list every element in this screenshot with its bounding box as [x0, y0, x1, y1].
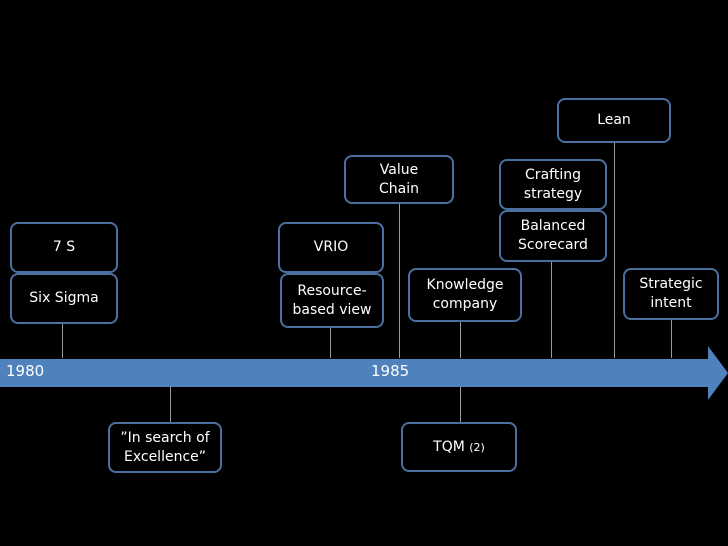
- connector-six-sigma: [62, 324, 63, 358]
- box-knowledge-company: Knowledge company: [408, 268, 522, 322]
- connector-lean: [614, 143, 615, 358]
- box-resource-based-view: Resource- based view: [280, 273, 384, 328]
- tqm-note: (2): [469, 440, 485, 454]
- box-vrio: VRIO: [278, 222, 384, 273]
- box-value-chain: Value Chain: [344, 155, 454, 204]
- year-start-label: 1980: [6, 362, 45, 380]
- box-crafting-strategy: Crafting strategy: [499, 159, 607, 210]
- box-tqm: TQM (2): [401, 422, 517, 472]
- connector-tqm: [460, 384, 461, 422]
- connector-balanced: [551, 262, 552, 358]
- connector-value-chain: [399, 204, 400, 358]
- box-six-sigma: Six Sigma: [10, 273, 118, 324]
- box-strategic-intent: Strategic intent: [623, 268, 719, 320]
- box-in-search-of-excellence: ”In search of Excellence”: [108, 422, 222, 473]
- box-7s: 7 S: [10, 222, 118, 273]
- box-balanced-scorecard: Balanced Scorecard: [499, 210, 607, 262]
- year-mid-label: 1985: [371, 362, 410, 380]
- timeline-arrow-shape: [0, 346, 728, 400]
- timeline-arrow: [0, 346, 728, 400]
- connector-in-search: [170, 384, 171, 424]
- tqm-label: TQM: [433, 438, 465, 455]
- connector-knowledge: [460, 322, 461, 358]
- connector-strategic-intent: [671, 320, 672, 358]
- connector-resource-based: [330, 328, 331, 358]
- box-lean: Lean: [557, 98, 671, 143]
